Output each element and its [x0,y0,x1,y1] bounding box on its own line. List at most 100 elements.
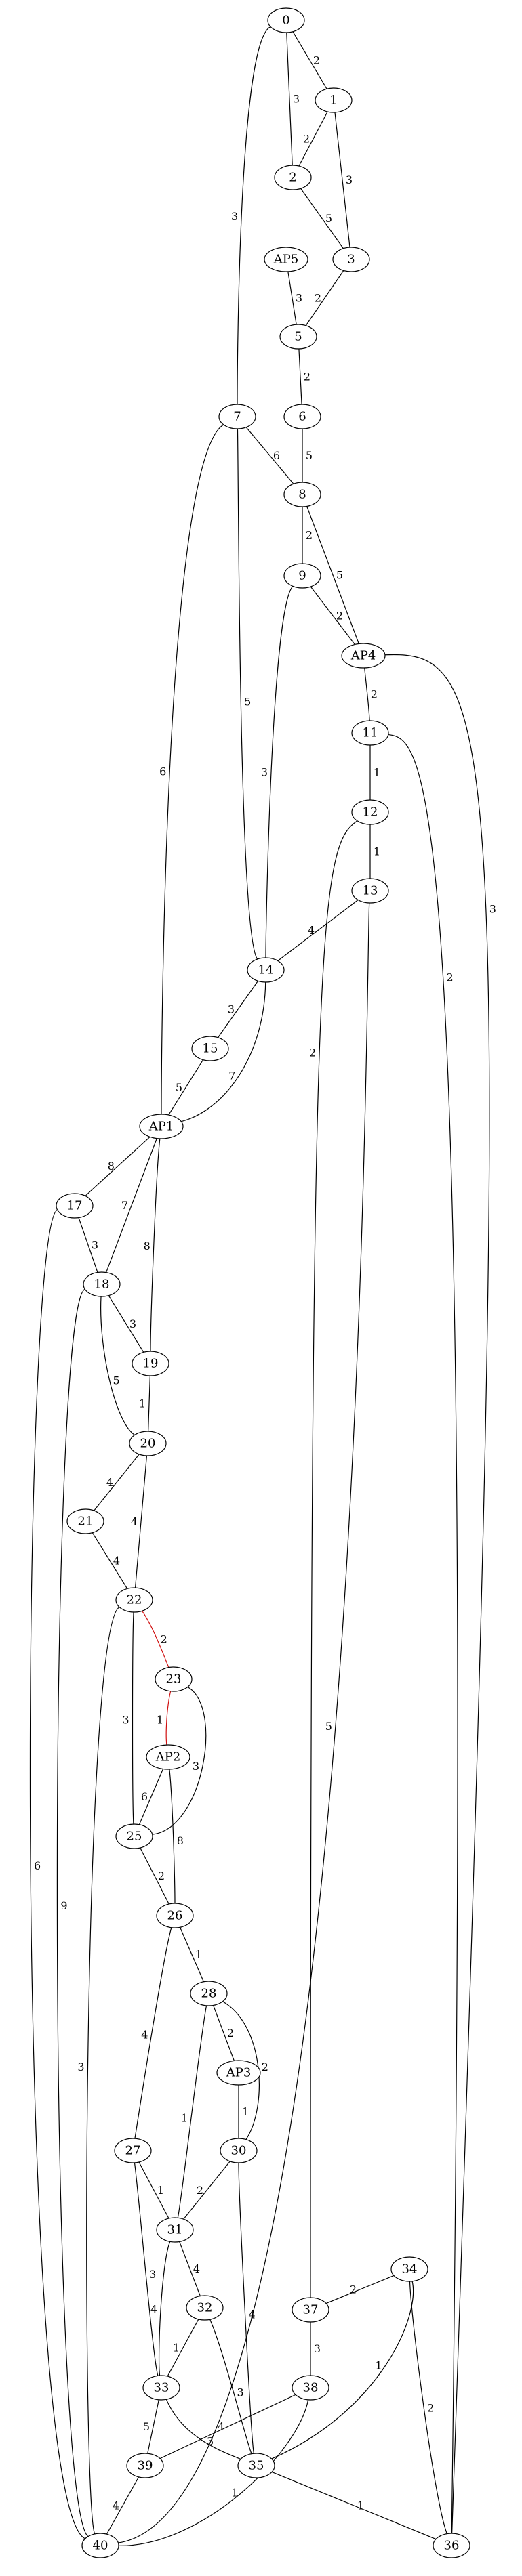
node-label: 3 [347,253,355,267]
edge-32-33: 1 [167,2319,199,2377]
node-0: 0 [267,7,305,33]
node-label: AP5 [273,253,299,267]
edge-weight-label: 2 [304,371,310,383]
node-label: 23 [166,1672,182,1687]
edge-weight-label: 3 [296,292,302,305]
node-label: 13 [363,884,378,898]
node-ellipse [115,1587,153,1613]
edge-weight-label: 2 [315,292,321,305]
node-ellipse [216,2060,261,2086]
edge-8-9: 2 [302,506,313,564]
edge-1-2: 2 [298,111,328,167]
edge-27-33: 3 [134,2162,159,2376]
nodes-layer: 0123AP556789AP41112131415AP1171819202122… [56,7,470,2558]
edge-line [310,820,358,2298]
node-AP5: AP5 [264,247,308,272]
node-19: 19 [132,1351,169,1376]
node-ellipse [283,404,321,429]
node-6: 6 [283,404,321,429]
node-ellipse [146,1744,190,1770]
edge-line [245,427,294,484]
node-label: 15 [203,1042,218,1056]
node-12: 12 [351,799,389,825]
edge-line [271,2281,414,2459]
edge-weight-label: 2 [262,2061,268,2073]
edge-30-31: 2 [183,2161,230,2220]
edge-34-35: 1 [271,2281,414,2459]
node-ellipse [220,2138,258,2163]
edge-0-7: 3 [231,26,271,405]
edge-weight-label: 3 [489,903,496,916]
edge-23-AP2: 1 [157,1691,172,1746]
edge-33-35: 3 [165,2399,241,2460]
edge-weight-label: 3 [228,1003,235,1016]
node-ellipse [332,247,370,272]
edge-15-AP1: 5 [168,1059,204,1116]
edge-line [56,1288,89,2537]
edge-line [265,585,294,958]
edge-line [181,981,266,1122]
edge-weight-label: 1 [173,2342,180,2355]
edge-line [237,26,271,405]
node-label: AP1 [148,1120,174,1134]
edge-weight-label: 5 [143,2420,150,2433]
node-label: AP2 [155,1750,181,1765]
edge-6-8: 5 [302,428,313,482]
edge-weight-label: 2 [227,2027,234,2040]
edge-AP5-5: 3 [287,271,302,325]
edge-14-AP1: 7 [181,981,266,1122]
node-13: 13 [351,878,389,904]
node-23: 23 [155,1666,193,1692]
edge-AP2-25: 6 [138,1769,164,1825]
node-label: 34 [402,2262,418,2277]
edge-line [158,2241,171,2376]
edge-line [218,980,258,1038]
node-ellipse [142,2375,180,2401]
node-ellipse [274,165,312,190]
edge-line [106,2476,140,2535]
edge-13-40: 5 [118,902,370,2543]
node-ellipse [83,1271,121,1297]
edge-25-26: 2 [140,1847,169,1905]
node-label: 27 [125,2144,141,2158]
node-label: 37 [303,2303,319,2317]
node-26: 26 [156,1903,194,1928]
edge-weight-label: 3 [261,765,268,778]
edge-30-35: 4 [238,2162,256,2454]
edge-weight-label: 7 [121,1199,128,1212]
node-label: 7 [233,410,241,424]
node-label: 5 [294,330,302,344]
edge-31-33: 4 [150,2241,171,2376]
edge-line [100,1296,135,1435]
edge-line [364,667,370,721]
node-ellipse [139,1114,184,1139]
edge-38-39: 4 [159,2394,296,2459]
edge-22-23: 2 [142,1610,169,1668]
node-ellipse [132,1351,169,1376]
edge-line [138,2161,169,2219]
node-label: 8 [298,488,306,502]
edge-13-14: 4 [277,900,359,961]
edge-weight-label: 3 [77,2061,84,2073]
edge-weight-label: 3 [314,2342,321,2355]
edge-line [85,1136,150,1196]
edge-weight-label: 5 [325,212,332,225]
edge-line [138,1769,164,1825]
node-label: 36 [444,2539,460,2553]
edge-weight-label: 6 [34,1859,41,1872]
node-AP1: AP1 [139,1114,184,1139]
edge-line [286,32,293,166]
edge-weight-label: 3 [231,210,238,223]
edge-7-14: 5 [237,428,258,960]
edge-9-AP4: 2 [310,586,355,645]
node-28: 28 [190,1981,228,2006]
node-ellipse [56,1193,94,1219]
edge-line [132,1611,134,1825]
edge-weight-label: 5 [244,696,251,709]
edge-weight-label: 3 [293,93,300,106]
edge-12-13: 1 [369,824,380,879]
node-label: 32 [197,2301,213,2315]
edge-31-32: 4 [179,2241,201,2296]
node-ellipse [292,2297,329,2323]
